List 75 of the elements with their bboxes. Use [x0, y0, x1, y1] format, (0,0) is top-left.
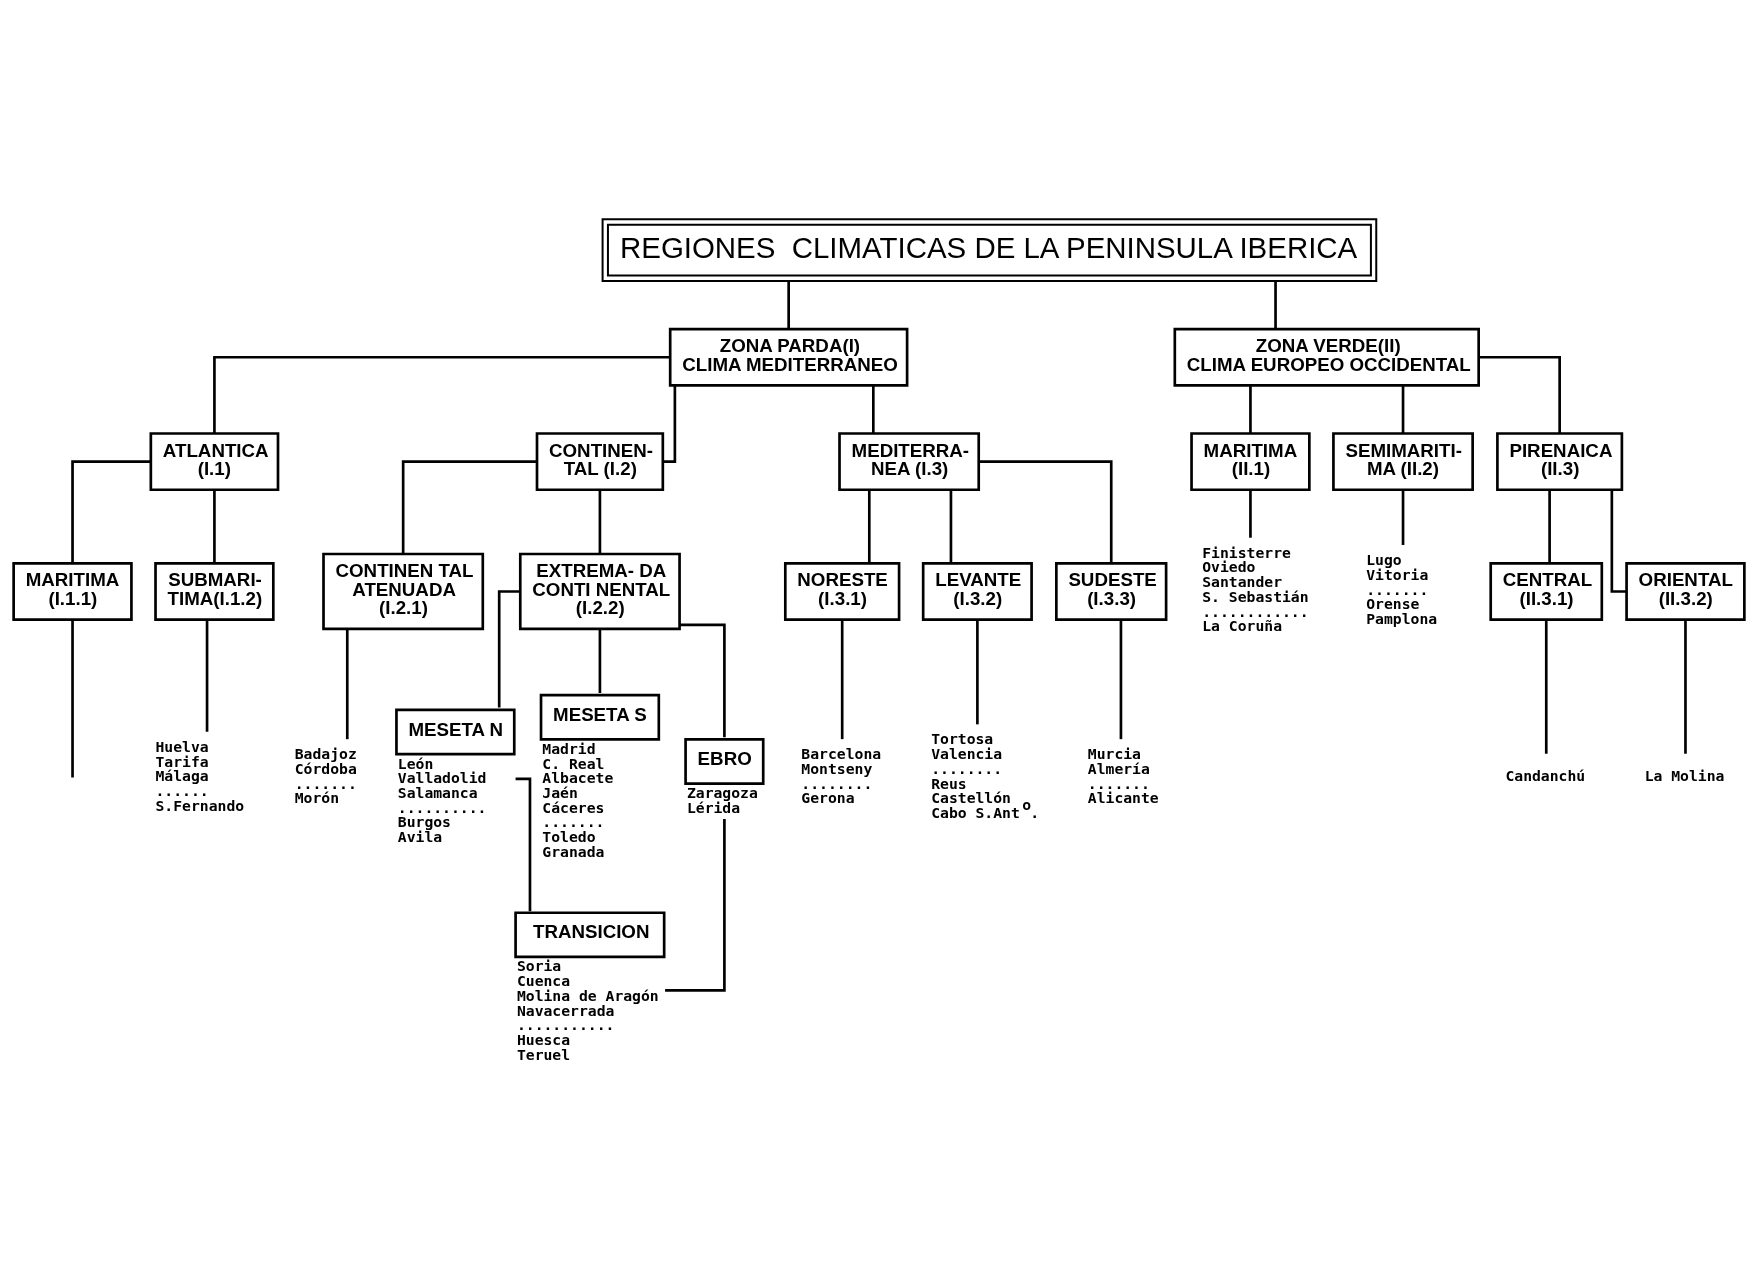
node-box: MESETA S — [539, 693, 661, 741]
connector — [1610, 489, 1627, 593]
node-box: TRANSICION — [514, 911, 666, 959]
node-text: Huelva Tarifa Málaga ...... S.Fernando — [155, 737, 245, 814]
node-text: Candanchú — [1505, 766, 1586, 784]
node-label: Albacete — [542, 769, 614, 787]
node-text: Badajoz Córdoba ....... Morón — [294, 745, 357, 807]
connector — [205, 619, 209, 732]
node-label: Soria — [516, 957, 562, 975]
node-box: MEDITERRA- NEA (I.3) — [838, 432, 981, 492]
connector — [976, 619, 979, 725]
node-box: EBRO — [684, 738, 765, 785]
node-label: Cáceres — [542, 798, 605, 816]
node-text: Lugo Vitoria ....... Orense Pamplona — [1366, 551, 1438, 627]
connector — [1249, 385, 1252, 434]
connector — [213, 489, 216, 564]
connector — [665, 819, 726, 992]
node-label: .......... — [397, 798, 487, 816]
connector — [979, 460, 1113, 564]
node-box: PIRENAICA (II.3) — [1496, 432, 1624, 492]
connector — [598, 489, 602, 554]
connector — [1544, 619, 1548, 754]
node-text: La Molina — [1644, 766, 1725, 784]
connector — [949, 489, 953, 564]
connector — [213, 355, 670, 434]
connector — [71, 460, 151, 564]
connector — [1401, 489, 1405, 545]
node-box: EXTREMA- DA CONTI NENTAL (I.2.2) — [518, 552, 681, 631]
connector — [679, 623, 726, 738]
node-box: ATLANTICA (I.1) — [149, 432, 280, 492]
node-label: León — [397, 754, 434, 772]
node-label: Burgos — [397, 813, 451, 831]
node-box: ZONA VERDE(II) CLIMA EUROPEO OCCIDENTAL — [1173, 327, 1480, 387]
connector — [840, 619, 844, 740]
node-box: ZONA PARDA(I) CLIMA MEDITERRANEO — [668, 327, 909, 387]
node-box: MARITIMA (II.1) — [1190, 432, 1311, 492]
node-label: Navacerrada — [516, 1001, 615, 1019]
node-box: SEMIMARITI- MA (II.2) — [1332, 432, 1474, 492]
node-box: SUDESTE (I.3.3) — [1055, 562, 1168, 621]
connector — [1478, 355, 1561, 434]
connector — [787, 281, 790, 329]
connector — [1274, 281, 1277, 329]
node-box: MARITIMA (I.1.1) — [12, 562, 133, 621]
node-label: Teruel — [516, 1045, 571, 1063]
connector — [1548, 489, 1551, 564]
node-label: Valladolid — [397, 769, 487, 787]
connector — [1249, 489, 1252, 538]
node-box: MESETA N — [395, 708, 516, 756]
node-box: NORESTE (I.3.1) — [783, 562, 901, 621]
connector — [401, 460, 537, 554]
node-text: Finisterre Oviedo Santander S. Sebastián ............ La Coruña — [1202, 543, 1309, 635]
connector — [1684, 619, 1687, 754]
connector — [871, 385, 875, 434]
node-label: ....... — [542, 813, 605, 831]
node-label: Zaragoza — [686, 784, 758, 801]
node-label: C. Real — [542, 754, 605, 772]
connector — [345, 629, 349, 740]
connector — [867, 489, 871, 564]
node-label: Jaén — [542, 784, 578, 801]
node-box: REGIONES CLIMATICAS DE LA PENINSULA IBERICA — [601, 218, 1378, 282]
node-text: Murcia Almería ....... Alicante — [1087, 745, 1159, 807]
node-label: Salamanca — [397, 784, 478, 801]
node-box: CONTINEN TAL ATENUADA (I.2.1) — [322, 552, 485, 631]
node-box: ORIENTAL (II.3.2) — [1625, 562, 1746, 621]
node-text: Barcelona Montseny ........ Gerona — [801, 745, 882, 807]
node-label: Madrid — [542, 739, 596, 757]
node-box: SUBMARI- TIMA(I.1.2) — [154, 562, 275, 621]
connector — [1401, 385, 1405, 434]
connector — [71, 619, 74, 778]
node-box: LEVANTE (I.3.2) — [921, 562, 1033, 621]
connector — [598, 629, 602, 693]
node-box: CENTRAL (II.3.1) — [1489, 562, 1604, 621]
connector — [662, 385, 677, 463]
connector — [1119, 619, 1123, 740]
node-box: CONTINEN- TAL (I.2) — [535, 432, 665, 492]
